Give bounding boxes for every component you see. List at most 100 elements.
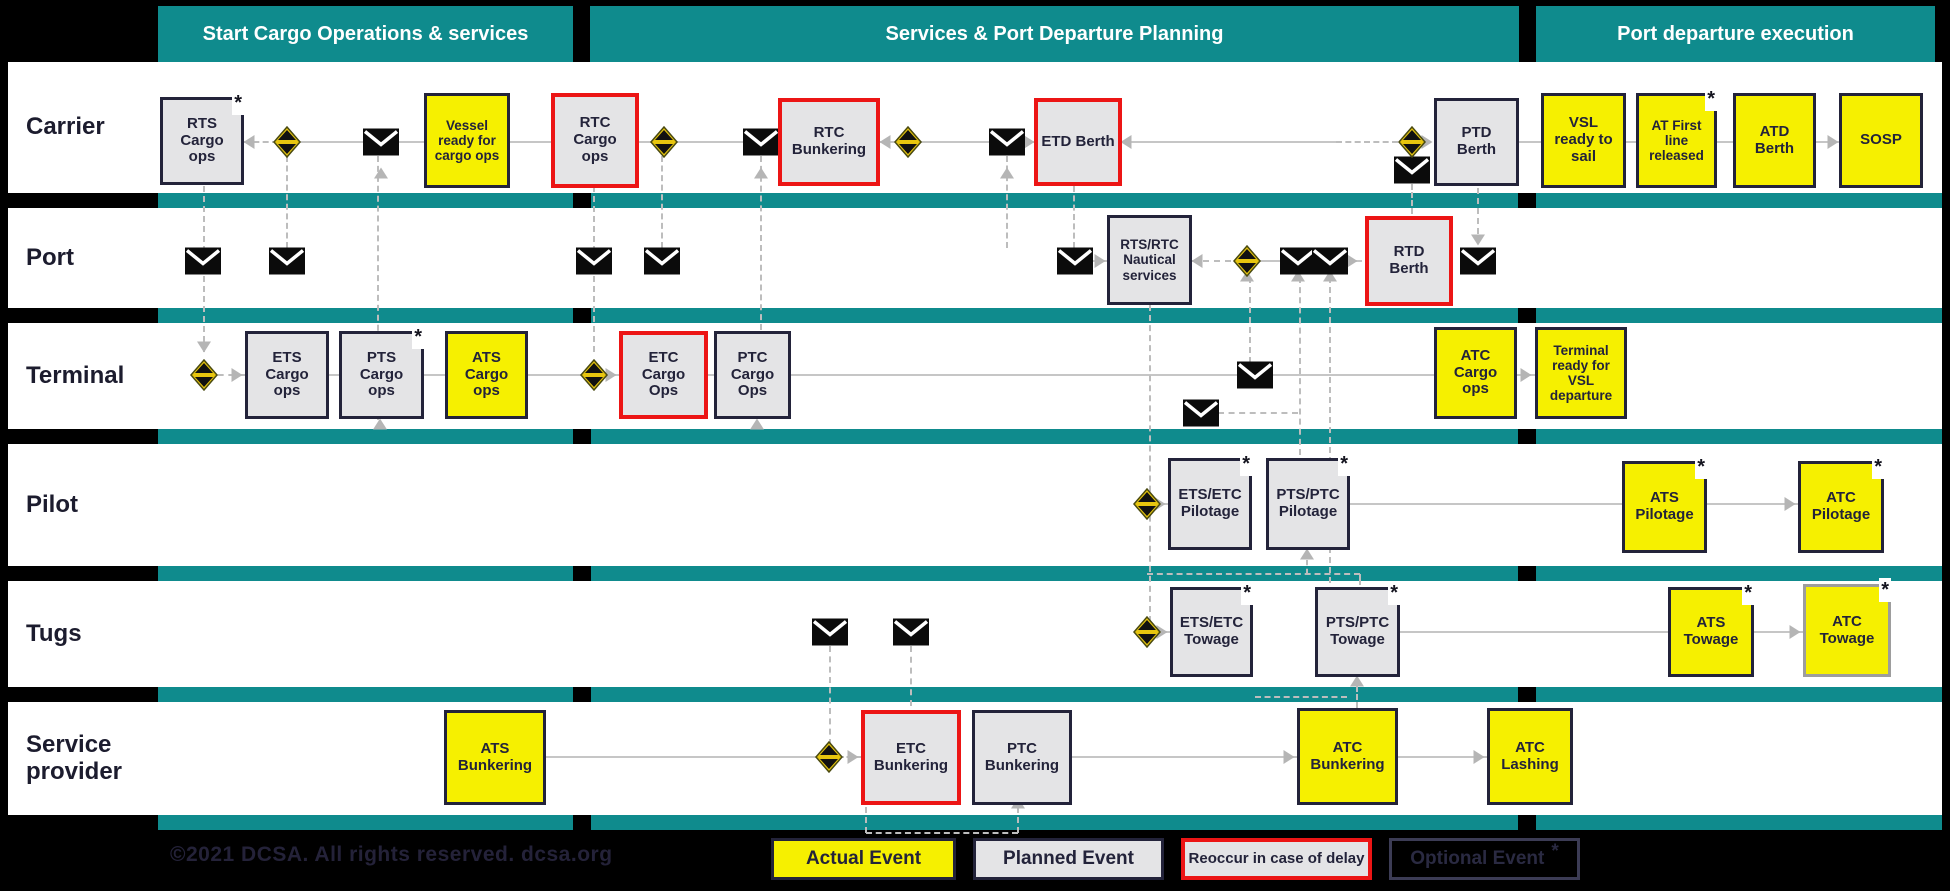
- arrow-up-icon: [373, 418, 387, 430]
- event-rts-rtc-nautical-services: RTS/RTC Nautical services: [1107, 215, 1192, 305]
- dashed-connector-line: [207, 374, 245, 376]
- event-ptc-bunkering: PTC Bunkering: [972, 710, 1072, 805]
- event-pts-ptc-towage: PTS/PTC Towage*: [1315, 581, 1400, 677]
- connector-line: [708, 374, 714, 376]
- arrow-right-icon: [847, 750, 859, 764]
- swimlane-tugs: [8, 581, 1942, 687]
- dashed-connector-line: [1359, 574, 1361, 585]
- connector-line: [329, 374, 339, 376]
- lane-label-pilot: Pilot: [26, 490, 78, 518]
- dashed-connector-line: [1299, 277, 1301, 455]
- phase-header-services-port-departure-planning: Services & Port Departure Planning: [590, 6, 1519, 62]
- dashed-connector-line: [1006, 156, 1008, 248]
- event-label: ATS Pilotage: [1635, 489, 1694, 523]
- event-label: ATD Berth: [1754, 122, 1795, 157]
- arrow-right-icon: [1156, 625, 1168, 639]
- event-label: RTC Bunkering: [791, 124, 867, 158]
- optional-asterisk-marker: *: [1872, 455, 1884, 479]
- event-label: ETS/ETC Pilotage: [1178, 486, 1242, 520]
- arrow-right-icon: [1784, 497, 1796, 511]
- event-label: PTS Cargo ops: [359, 348, 404, 400]
- phase-gap: [1518, 429, 1536, 444]
- arrow-up-icon: [1300, 548, 1314, 560]
- event-ets-etc-towage: ETS/ETC Towage*: [1170, 581, 1253, 677]
- event-rtc-bunkering: RTC Bunkering: [778, 98, 880, 186]
- event-vsl-ready-to-sail: VSL ready to sail: [1541, 93, 1626, 188]
- copyright-text: ©2021 DCSA. All rights reserved. dcsa.or…: [170, 843, 613, 866]
- event-sosp: SOSP: [1839, 93, 1923, 188]
- event-label: ATC Pilotage: [1811, 489, 1871, 523]
- arrow-left-icon: [1120, 135, 1132, 149]
- event-rts-cargo-ops: RTS Cargo ops*: [160, 91, 244, 185]
- lane-divider: [158, 308, 1942, 323]
- message-envelope-icon: [1312, 247, 1348, 275]
- arrow-down-icon: [197, 341, 211, 353]
- optional-asterisk-marker: *: [1695, 455, 1707, 479]
- connector-line: [510, 141, 551, 143]
- phase-gap: [1518, 193, 1536, 208]
- arrow-right-icon: [1023, 135, 1035, 149]
- legend-actual-event: Actual Event: [771, 838, 956, 880]
- legend-label: Planned Event: [1003, 848, 1134, 870]
- arrow-right-icon: [1094, 254, 1106, 268]
- event-label: ATC Lashing: [1501, 738, 1559, 773]
- arrow-left-icon: [879, 135, 891, 149]
- phase-gap: [573, 193, 591, 208]
- timestamp-diamond-icon: [1398, 125, 1426, 159]
- event-rtd-berth: RTD Berth: [1365, 216, 1453, 306]
- legend-optional-event: Optional Event*: [1389, 838, 1580, 880]
- optional-asterisk-marker: *: [1388, 581, 1400, 605]
- phase-header-start-cargo-operations-services: Start Cargo Operations & services: [158, 6, 573, 62]
- optional-asterisk-marker: *: [1742, 581, 1754, 605]
- message-envelope-icon: [269, 247, 305, 275]
- message-envelope-icon: [1280, 247, 1316, 275]
- dashed-connector-line: [1017, 807, 1019, 833]
- arrow-up-icon: [1000, 167, 1014, 179]
- connector-line: [424, 374, 445, 376]
- timestamp-diamond-icon: [1133, 615, 1161, 649]
- event-label: ATC Towage: [1819, 612, 1875, 647]
- message-envelope-icon: [743, 128, 779, 156]
- arrow-right-icon: [1421, 135, 1433, 149]
- message-envelope-icon: [576, 247, 612, 275]
- event-pts-ptc-pilotage: PTS/PTC Pilotage*: [1266, 452, 1350, 550]
- arrow-right-icon: [231, 368, 243, 382]
- event-atc-lashing: ATC Lashing: [1487, 708, 1573, 805]
- event-label: PTC Cargo Ops: [730, 348, 775, 400]
- message-envelope-icon: [1394, 156, 1430, 184]
- event-label: ETC Cargo Ops: [641, 348, 686, 400]
- lane-label-port: Port: [26, 243, 74, 271]
- legend-label: Reoccur in case of delay: [1188, 849, 1365, 867]
- event-label: ATC Cargo ops: [1453, 346, 1498, 398]
- timestamp-diamond-icon: [1133, 487, 1161, 521]
- swimlane-port: [8, 208, 1942, 308]
- message-envelope-icon: [363, 128, 399, 156]
- event-ats-pilotage: ATS Pilotage*: [1622, 455, 1707, 553]
- timestamp-diamond-icon: [1233, 244, 1261, 278]
- phase-gap: [573, 815, 591, 830]
- phase-gap: [1518, 308, 1536, 323]
- event-label: ETD Berth: [1041, 132, 1115, 150]
- optional-asterisk-marker: *: [1705, 87, 1717, 111]
- optional-asterisk-marker: *: [232, 91, 244, 115]
- connector-line: [1626, 141, 1636, 143]
- connector-line: [1717, 141, 1733, 143]
- event-label: Vessel ready for cargo ops: [434, 117, 500, 164]
- event-label: SOSP: [1860, 131, 1902, 149]
- connector-line: [1754, 631, 1803, 633]
- event-label: ATS Bunkering: [457, 739, 533, 774]
- message-envelope-icon: [893, 618, 929, 646]
- message-envelope-icon: [812, 618, 848, 646]
- lane-divider: [158, 193, 1942, 208]
- event-ptd-berth: PTD Berth: [1434, 98, 1519, 186]
- connector-line: [1400, 631, 1668, 633]
- arrow-right-icon: [1789, 625, 1801, 639]
- swimlane-pilot: [8, 444, 1942, 566]
- legend-label: Optional Event: [1410, 848, 1545, 870]
- event-ets-cargo-ops: ETS Cargo ops: [245, 331, 329, 419]
- event-label: ATS Towage: [1683, 614, 1739, 648]
- dashed-connector-line: [1477, 188, 1479, 244]
- event-label: ETS/ETC Towage: [1179, 614, 1244, 648]
- event-label: AT First line released: [1649, 117, 1704, 164]
